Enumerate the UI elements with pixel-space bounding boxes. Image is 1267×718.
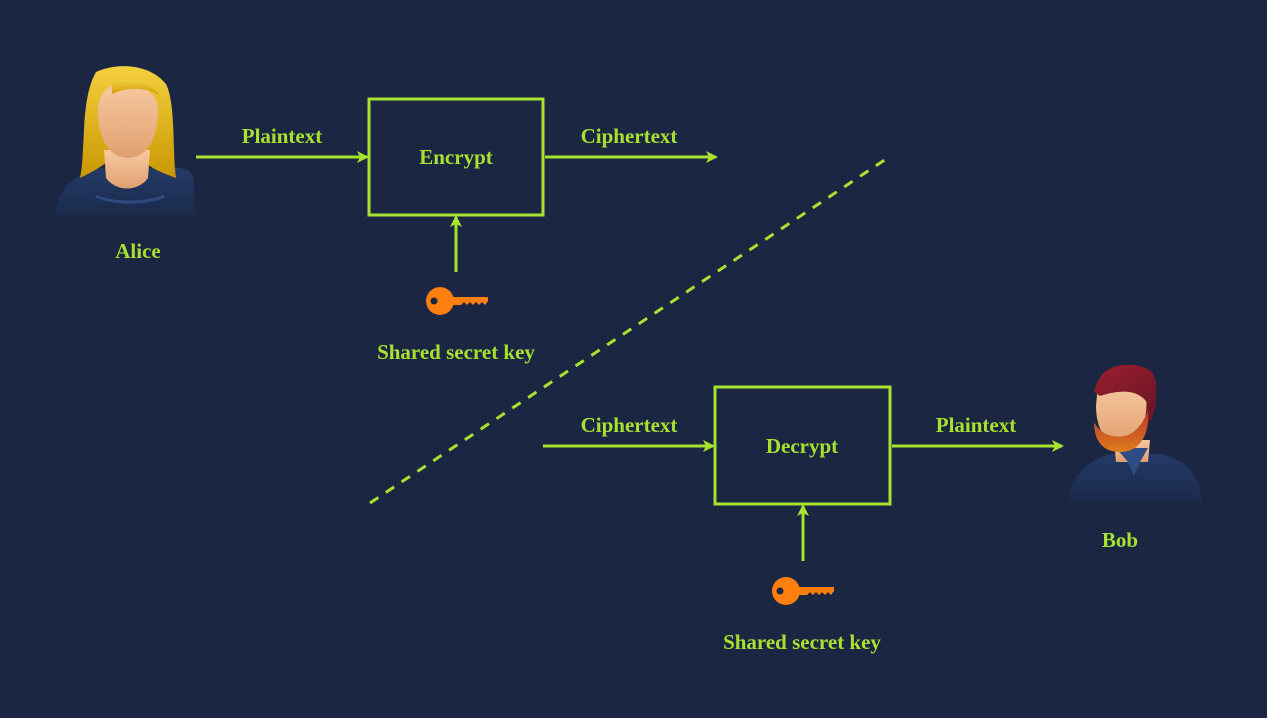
bob-name: Bob: [1101, 528, 1139, 552]
decrypt-label: Decrypt: [765, 434, 839, 458]
encrypt-key-icon: [426, 287, 488, 315]
sender-ciphertext-label: Ciphertext: [580, 124, 678, 148]
receiver-key-label: Shared secret key: [723, 630, 881, 654]
receiver-plaintext-label: Plaintext: [935, 413, 1017, 437]
channel-dashed-line: [369, 155, 890, 505]
sender-plaintext-label: Plaintext: [241, 124, 323, 148]
receiver-ciphertext-label: Ciphertext: [580, 413, 678, 437]
encrypt-label: Encrypt: [419, 145, 493, 169]
alice-avatar-icon: [55, 66, 195, 215]
sender-key-label: Shared secret key: [377, 340, 535, 364]
alice-name: Alice: [115, 239, 161, 263]
decrypt-key-icon: [772, 577, 834, 605]
bob-avatar-icon: [1068, 364, 1202, 502]
